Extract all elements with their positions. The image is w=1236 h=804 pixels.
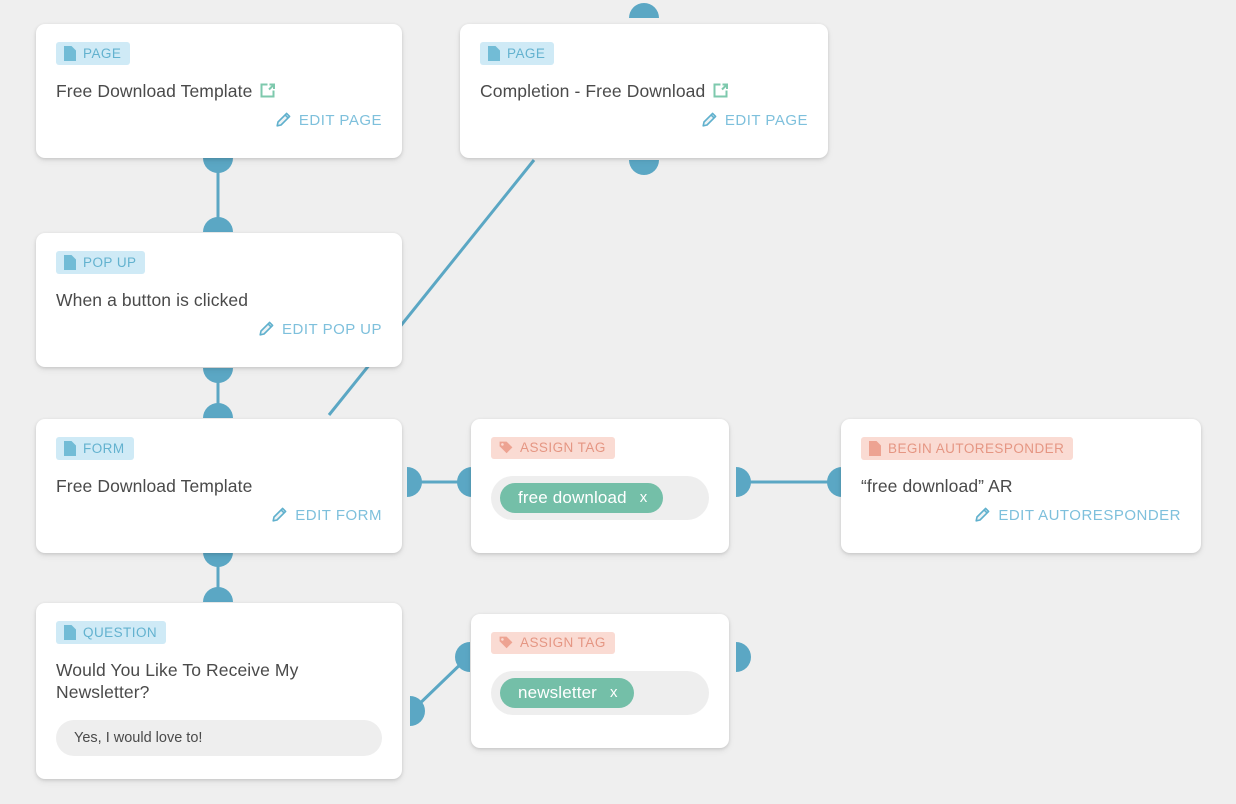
node-badge-page: PAGE bbox=[56, 42, 131, 65]
node-card-page-completion-free-download[interactable]: PAGE Completion - Free Download EDIT PAG… bbox=[460, 24, 828, 158]
connector-bump-question-top bbox=[203, 587, 233, 602]
document-icon bbox=[64, 625, 76, 640]
edit-page-link[interactable]: EDIT PAGE bbox=[298, 112, 382, 130]
node-title-row: Free Download Template bbox=[56, 475, 382, 497]
question-answer-label: Yes, I would love to! bbox=[74, 729, 203, 746]
node-card-question-newsletter[interactable]: QUESTION Would You Like To Receive My Ne… bbox=[36, 603, 402, 779]
document-icon bbox=[869, 441, 881, 456]
node-title: “free download” AR bbox=[861, 476, 1013, 496]
node-title-row: “free download” AR bbox=[861, 475, 1181, 497]
node-title-row: When a button is clicked bbox=[56, 289, 382, 311]
pencil-icon bbox=[274, 112, 291, 129]
node-card-begin-autoresponder[interactable]: BEGIN AUTORESPONDER “free download” AR E… bbox=[841, 419, 1201, 553]
document-icon bbox=[488, 46, 500, 61]
tag-pill[interactable]: newsletter x bbox=[500, 678, 634, 708]
node-badge-popup: POP UP bbox=[56, 251, 146, 274]
node-badge-label: FORM bbox=[83, 440, 125, 456]
node-title: Would You Like To Receive My Newsletter? bbox=[56, 660, 299, 703]
tag-icon bbox=[499, 636, 513, 650]
tag-icon bbox=[499, 441, 513, 455]
node-badge-question: QUESTION bbox=[56, 621, 167, 644]
node-badge-label: PAGE bbox=[83, 45, 122, 61]
connector-bump-popup-bottom bbox=[203, 368, 233, 383]
document-icon bbox=[64, 441, 76, 456]
node-badge-label: QUESTION bbox=[83, 624, 158, 640]
edit-page-link[interactable]: EDIT PAGE bbox=[724, 112, 808, 130]
remove-tag-icon[interactable]: x bbox=[609, 684, 618, 701]
node-title-row: Would You Like To Receive My Newsletter? bbox=[56, 659, 346, 704]
node-badge-label: BEGIN AUTORESPONDER bbox=[888, 440, 1065, 456]
edit-form-link[interactable]: EDIT FORM bbox=[295, 507, 382, 525]
document-icon bbox=[64, 46, 76, 61]
node-title: Completion - Free Download bbox=[480, 81, 706, 101]
node-badge-form: FORM bbox=[56, 437, 134, 460]
pencil-icon bbox=[257, 321, 274, 338]
node-card-assign-tag-free-download[interactable]: ASSIGN TAG free download x bbox=[471, 419, 729, 553]
external-link-icon[interactable] bbox=[259, 82, 276, 99]
edit-autoresponder-link[interactable]: EDIT AUTORESPONDER bbox=[998, 507, 1181, 525]
connector-bump-assigntag-right bbox=[736, 467, 751, 497]
node-card-form-free-download-template[interactable]: FORM Free Download Template EDIT FORM bbox=[36, 419, 402, 553]
connector-bump-autoresponder-left bbox=[827, 467, 842, 497]
connector-bump-form-right bbox=[407, 467, 422, 497]
node-footer[interactable]: EDIT PAGE bbox=[480, 112, 808, 129]
node-badge-label: ASSIGN TAG bbox=[520, 440, 606, 456]
pencil-icon bbox=[973, 507, 990, 524]
node-footer[interactable]: EDIT POP UP bbox=[56, 321, 382, 338]
pencil-icon bbox=[270, 507, 287, 524]
node-badge-label: ASSIGN TAG bbox=[520, 635, 606, 651]
connector-bump-form-top bbox=[203, 403, 233, 418]
connector-bump-form-bottom bbox=[203, 552, 233, 567]
edit-popup-link[interactable]: EDIT POP UP bbox=[282, 321, 382, 339]
node-title-row: Completion - Free Download bbox=[480, 80, 808, 102]
node-badge-assign-tag: ASSIGN TAG bbox=[491, 632, 615, 654]
tag-pill[interactable]: free download x bbox=[500, 483, 664, 513]
connector-bump-assigntag-left bbox=[457, 467, 472, 497]
question-answer-option[interactable]: Yes, I would love to! bbox=[56, 719, 382, 756]
node-card-popup-when-a-button-is-clicked[interactable]: POP UP When a button is clicked EDIT POP… bbox=[36, 233, 402, 367]
connector-bump-completion-top bbox=[629, 3, 659, 18]
node-badge-label: POP UP bbox=[83, 254, 137, 270]
tag-well[interactable]: newsletter x bbox=[491, 671, 709, 715]
node-footer[interactable]: EDIT FORM bbox=[56, 507, 382, 524]
connector-bump-assigntag2-right bbox=[736, 642, 751, 672]
connector-bump-completion-bottom bbox=[629, 160, 659, 175]
node-title: Free Download Template bbox=[56, 476, 253, 496]
node-title: Free Download Template bbox=[56, 81, 253, 101]
pencil-icon bbox=[700, 112, 717, 129]
node-footer[interactable]: EDIT PAGE bbox=[56, 112, 382, 129]
connector-bump-question-right bbox=[410, 696, 425, 726]
remove-tag-icon[interactable]: x bbox=[639, 489, 648, 506]
tag-pill-label: free download bbox=[518, 488, 627, 507]
connector-bump-page-bottom bbox=[203, 158, 233, 173]
external-link-icon[interactable] bbox=[712, 82, 729, 99]
node-card-assign-tag-newsletter[interactable]: ASSIGN TAG newsletter x bbox=[471, 614, 729, 748]
tag-pill-label: newsletter bbox=[518, 683, 597, 702]
connector-bump-assigntag2-left bbox=[455, 642, 470, 672]
document-icon bbox=[64, 255, 76, 270]
connector-bump-popup-top bbox=[203, 217, 233, 232]
node-title-row: Free Download Template bbox=[56, 80, 382, 102]
tag-well[interactable]: free download x bbox=[491, 476, 709, 520]
node-badge-label: PAGE bbox=[507, 45, 546, 61]
connector-line-question-to-assigntag bbox=[410, 655, 470, 713]
node-badge-assign-tag: ASSIGN TAG bbox=[491, 437, 615, 459]
node-footer[interactable]: EDIT AUTORESPONDER bbox=[861, 507, 1181, 524]
node-card-page-free-download-template[interactable]: PAGE Free Download Template EDIT PAGE bbox=[36, 24, 402, 158]
node-badge-page: PAGE bbox=[480, 42, 555, 65]
node-title: When a button is clicked bbox=[56, 290, 249, 310]
node-badge-begin-autoresponder: BEGIN AUTORESPONDER bbox=[861, 437, 1074, 460]
